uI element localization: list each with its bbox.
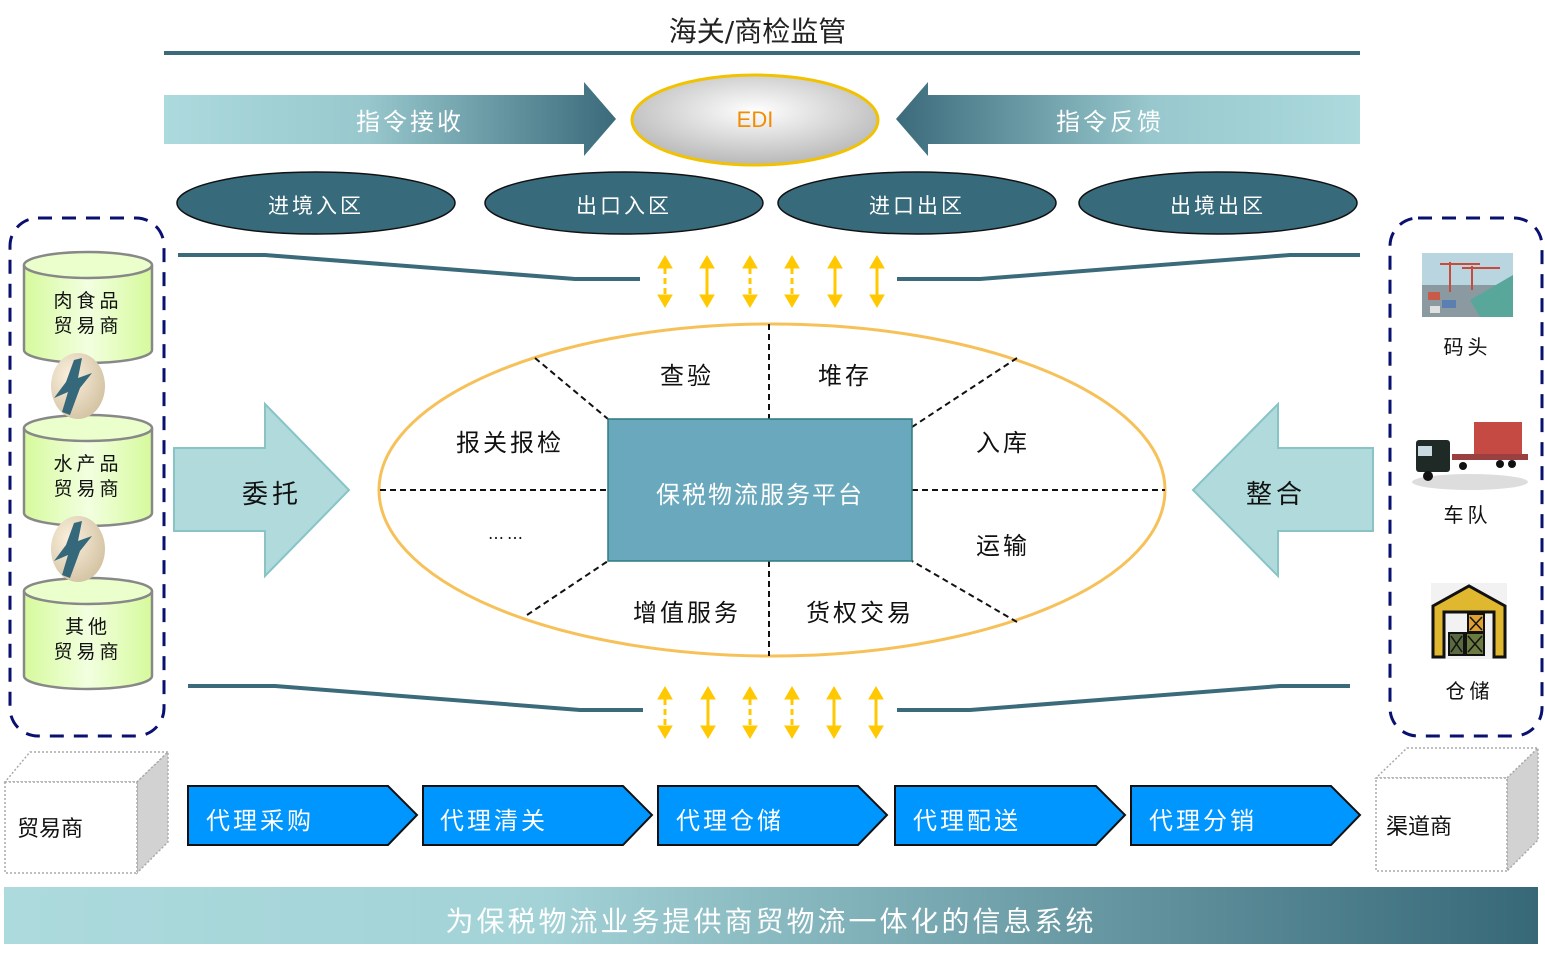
- bidirectional-arrow-icon: [742, 255, 758, 308]
- process-step-2[interactable]: [422, 785, 654, 846]
- bottom-left-connector: [188, 684, 643, 712]
- trader-line-2: 贸易商: [53, 315, 123, 337]
- top-right-connector: [897, 253, 1360, 281]
- segment-warehousing-in[interactable]: 入库: [976, 429, 1030, 457]
- edi-label: EDI: [736, 107, 774, 132]
- trader-line-2: 贸易商: [53, 641, 123, 663]
- banner-text: 为保税物流业务提供商贸物流一体化的信息系统: [445, 905, 1097, 938]
- process-step-4[interactable]: [894, 785, 1127, 846]
- zone-ellipse-1[interactable]: [176, 171, 456, 235]
- bidirectional-arrow-icon: [700, 686, 716, 739]
- instruction-receive-label: 指令接收: [356, 108, 464, 136]
- segment-title-trading[interactable]: 货权交易: [806, 599, 914, 627]
- bidirectional-arrow-icon: [699, 255, 715, 308]
- segment-more[interactable]: ……: [488, 524, 526, 543]
- channel-box[interactable]: [1374, 746, 1540, 873]
- process-step-5[interactable]: [1130, 785, 1362, 846]
- zone-ellipse-4[interactable]: [1078, 171, 1358, 235]
- bidirectional-arrow-icon: [869, 255, 885, 308]
- zone-label-2: 出口入区: [576, 194, 672, 218]
- port-label: 码头: [1443, 335, 1492, 359]
- trader-cylinder-3[interactable]: [22, 576, 154, 691]
- process-step-label-4: 代理配送: [913, 807, 1021, 835]
- resource-group-border: [1388, 216, 1544, 738]
- bottom-right-connector: [897, 684, 1350, 712]
- integrate-arrow: [1191, 401, 1374, 579]
- bidirectional-arrow-icon: [826, 686, 842, 739]
- trader-box-label: 贸易商: [17, 817, 84, 842]
- zone-ellipse-2[interactable]: [484, 171, 764, 235]
- process-step-1[interactable]: [187, 785, 419, 846]
- port-photo-icon: [1422, 253, 1513, 317]
- trader-box[interactable]: [3, 750, 170, 875]
- warehouse-icon: [1431, 583, 1507, 659]
- top-data-exchange-arrows: [657, 255, 885, 308]
- truck-photo-icon: [1412, 422, 1528, 490]
- bidirectional-arrow-icon: [657, 686, 673, 739]
- link-connector-icon: [51, 353, 105, 419]
- zone-label-4: 出境出区: [1170, 194, 1266, 218]
- process-step-label-1: 代理采购: [206, 807, 314, 835]
- delegate-arrow: [173, 401, 351, 579]
- trader-cylinder-1[interactable]: [22, 250, 154, 365]
- instruction-receive-arrow: [164, 82, 616, 156]
- top-left-connector: [178, 253, 640, 281]
- segment-inspection[interactable]: 查验: [660, 362, 714, 390]
- bidirectional-arrow-icon: [784, 686, 800, 739]
- bottom-banner: [4, 887, 1538, 944]
- process-step-label-2: 代理清关: [440, 807, 548, 835]
- edi-node[interactable]: [630, 73, 880, 167]
- segment-storage[interactable]: 堆存: [818, 362, 872, 390]
- trader-line-1: 其他: [64, 616, 111, 638]
- page-title: 海关/商检监管: [668, 15, 847, 48]
- fleet-label: 车队: [1443, 503, 1492, 527]
- channel-box-label: 渠道商: [1386, 815, 1453, 840]
- bidirectional-arrow-icon: [657, 255, 673, 308]
- integrate-label: 整合: [1245, 480, 1306, 510]
- process-step-label-3: 代理仓储: [676, 807, 784, 835]
- process-step-label-5: 代理分销: [1149, 807, 1257, 835]
- zone-label-1: 进境入区: [268, 194, 364, 218]
- bottom-data-exchange-arrows: [657, 686, 884, 739]
- bidirectional-arrow-icon: [868, 686, 884, 739]
- trader-line-2: 贸易商: [53, 478, 123, 500]
- platform-label: 保税物流服务平台: [656, 481, 864, 509]
- zone-ellipse-3[interactable]: [777, 171, 1057, 235]
- trader-group-border: [8, 216, 166, 738]
- bidirectional-arrow-icon: [742, 686, 758, 739]
- instruction-feedback-label: 指令反馈: [1056, 108, 1164, 136]
- trader-label-aquatic: 水产品 贸易商: [24, 452, 152, 502]
- zone-label-3: 进口出区: [869, 194, 965, 218]
- trader-label-meat: 肉食品 贸易商: [24, 289, 152, 339]
- segment-dividers: [380, 324, 1165, 656]
- delegate-label: 委托: [241, 480, 302, 510]
- instruction-feedback-arrow: [896, 82, 1360, 156]
- trader-line-1: 水产品: [53, 453, 123, 475]
- trader-label-other: 其他 贸易商: [24, 615, 152, 665]
- platform-box[interactable]: [607, 418, 913, 562]
- segment-transport[interactable]: 运输: [976, 532, 1030, 560]
- segment-customs-declaration[interactable]: 报关报检: [456, 429, 564, 457]
- bidirectional-arrow-icon: [784, 255, 800, 308]
- process-chevrons: [187, 785, 1362, 846]
- trader-line-1: 肉食品: [53, 290, 123, 312]
- segment-value-added[interactable]: 增值服务: [633, 599, 741, 627]
- warehouse-label: 仓储: [1445, 679, 1494, 703]
- bidirectional-arrow-icon: [827, 255, 843, 308]
- link-connector-icon: [51, 516, 105, 582]
- process-step-3[interactable]: [657, 785, 889, 846]
